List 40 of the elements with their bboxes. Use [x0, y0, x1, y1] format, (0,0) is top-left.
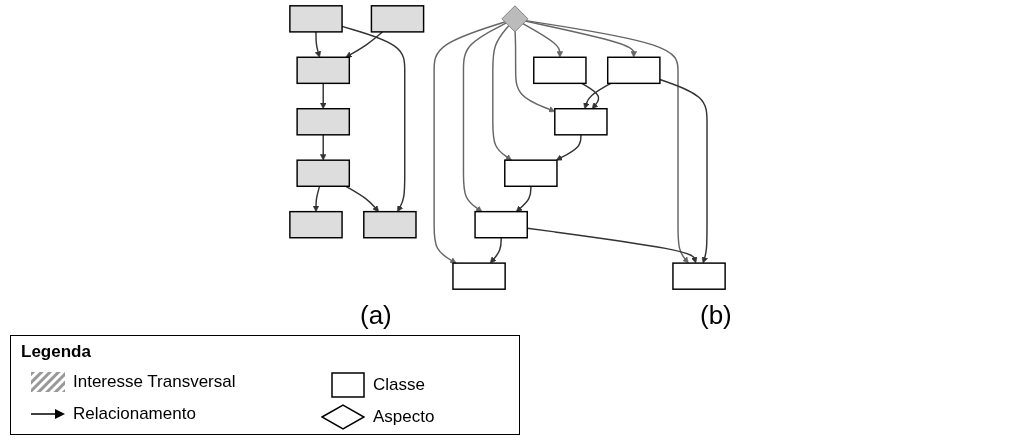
- class-box: [296, 108, 351, 136]
- class-box: [607, 56, 661, 85]
- arrow: [312, 185, 321, 212]
- arrow: [314, 31, 322, 58]
- arrow: [524, 20, 637, 58]
- class-box: [504, 159, 558, 187]
- class-box: [296, 56, 351, 85]
- class-box: [554, 108, 608, 136]
- arrow: [522, 22, 564, 58]
- class-box: [672, 262, 726, 290]
- arrow: [525, 19, 689, 264]
- caption: (a): [360, 300, 392, 331]
- arrow: [320, 134, 327, 161]
- arrow: [345, 185, 379, 212]
- class-box: [533, 56, 587, 85]
- arrow: [320, 82, 327, 109]
- arrow: [489, 237, 502, 264]
- legend-title: Legenda: [21, 342, 91, 362]
- arrow: [492, 25, 512, 161]
- arrow: [555, 134, 582, 161]
- caption: (b): [700, 300, 732, 331]
- legend-text: Relacionamento: [73, 404, 196, 424]
- class-box: [363, 210, 417, 239]
- class-box: [474, 210, 528, 239]
- class-box: [452, 262, 506, 290]
- legend-text: Classe: [373, 375, 425, 395]
- aspect-diamond: [501, 5, 529, 33]
- legend-text: Aspecto: [373, 407, 435, 427]
- arrow: [433, 21, 506, 264]
- class-box: [370, 5, 425, 33]
- legend-text: Interesse Transversal: [73, 372, 236, 392]
- arrow: [462, 22, 507, 212]
- arrow: [659, 78, 708, 264]
- arrow: [515, 185, 532, 212]
- arrow: [583, 82, 612, 109]
- class-box: [289, 210, 343, 239]
- arrow: [581, 82, 600, 109]
- class-box: [289, 5, 343, 33]
- class-box: [296, 159, 351, 187]
- arrow: [345, 31, 384, 58]
